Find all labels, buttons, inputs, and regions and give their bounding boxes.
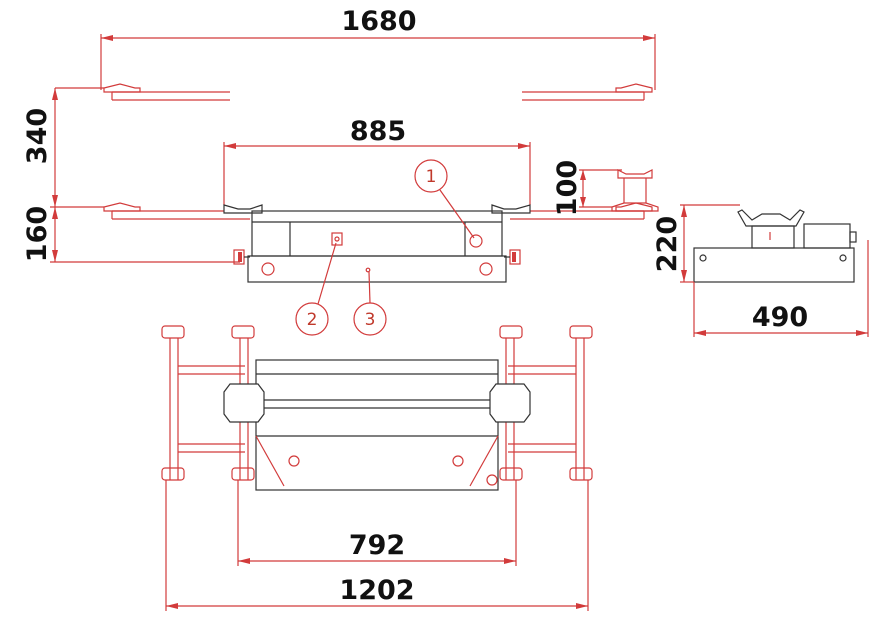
dim-885: 885 [223, 116, 531, 205]
callout-1-label: 1 [426, 167, 437, 187]
dim-160-label: 160 [22, 206, 53, 262]
raised-arm-right [522, 83, 653, 101]
saddle-detail [611, 169, 659, 212]
dim-100-label: 100 [552, 160, 583, 216]
dim-340-label: 340 [22, 108, 53, 164]
raised-arm-left [55, 83, 230, 101]
dim-160: 160 [22, 206, 240, 263]
dim-1680-label: 1680 [341, 6, 416, 37]
dim-885-label: 885 [350, 116, 406, 147]
dim-792-label: 792 [349, 530, 405, 561]
side-view [693, 209, 857, 283]
callout-1: 1 [414, 159, 475, 239]
callout-2: 2 [295, 242, 337, 336]
dim-220: 220 [652, 204, 740, 283]
callout-3: 3 [353, 271, 387, 336]
dim-100: 100 [552, 160, 622, 216]
dim-490-label: 490 [752, 302, 808, 333]
dim-340: 340 [22, 88, 58, 207]
dim-220-label: 220 [652, 216, 683, 272]
plan-view [161, 325, 593, 491]
callout-3-label: 3 [365, 310, 376, 330]
callout-2-label: 2 [307, 310, 318, 330]
dim-1202: 1202 [165, 480, 589, 611]
dim-1680: 1680 [100, 6, 656, 90]
front-elevation [103, 202, 653, 283]
dim-1202-label: 1202 [339, 575, 414, 606]
dim-490: 490 [693, 240, 869, 337]
dim-792: 792 [237, 480, 517, 566]
